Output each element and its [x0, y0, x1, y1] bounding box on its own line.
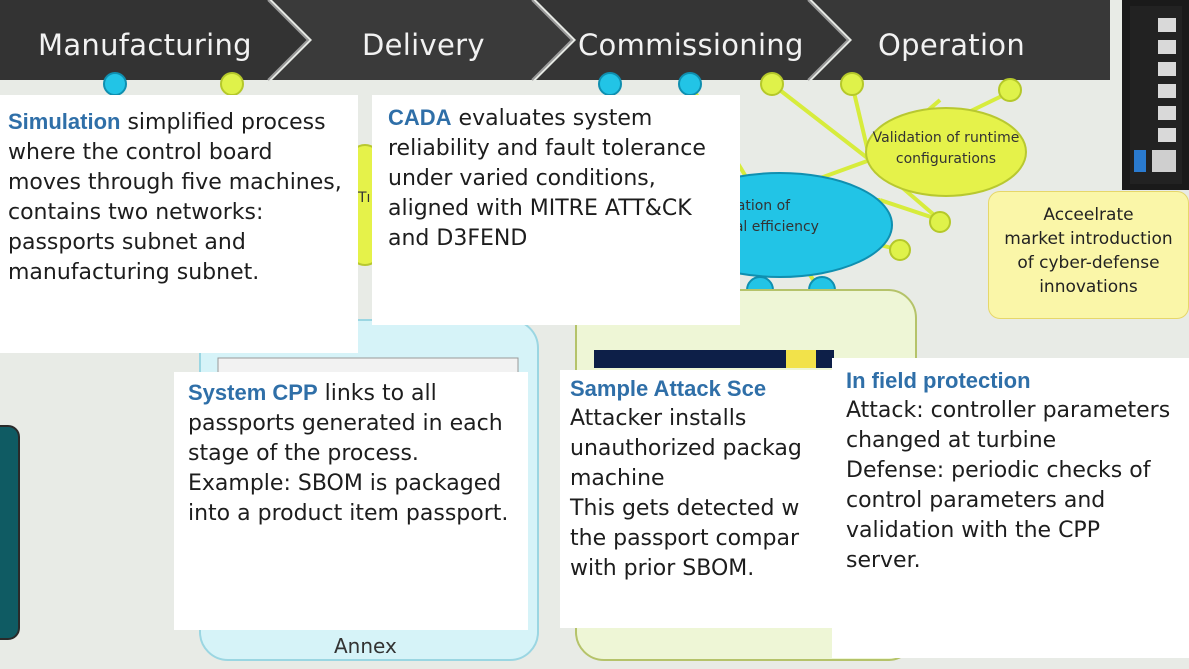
stage-chevron-delivery	[272, 0, 572, 80]
attack-screenshot-thumbnail	[594, 350, 834, 368]
infield-title: In field protection	[846, 368, 1031, 393]
market-introduction-text: Acceelrate market introduction of cyber-…	[1004, 205, 1173, 297]
validation-oval-text: Validation of runtime configurations	[872, 130, 1020, 167]
cada-body: evaluates system reliability and fault t…	[388, 106, 706, 251]
infield-protection-card: In field protection Attack: controller p…	[832, 358, 1189, 658]
attack-title: Sample Attack Sce	[570, 376, 767, 401]
attack-card: Sample Attack Sce Attacker installs unau…	[560, 370, 832, 628]
cada-card: CADA evaluates system reliability and fa…	[372, 95, 740, 325]
cada-title: CADA	[388, 105, 452, 130]
stage-label-operation: Operation	[878, 28, 1026, 62]
stage-chevron-manufacturing	[0, 0, 308, 80]
validation-oval	[865, 107, 1027, 197]
network-switch-icon	[1122, 0, 1189, 190]
stage-chevron-commissioning	[536, 0, 848, 80]
partial-oval-text: Tı	[358, 190, 371, 206]
attack-body: Attacker installs unauthorized packag ma…	[570, 406, 802, 581]
market-introduction-box	[988, 191, 1189, 319]
stage-label-commissioning: Commissioning	[578, 28, 804, 62]
system-cpp-card: System CPP links to all passports genera…	[174, 372, 528, 630]
stage-label-manufacturing: Manufacturing	[38, 28, 252, 62]
stage-label-delivery: Delivery	[362, 28, 485, 62]
system-cpp-title: System CPP	[188, 380, 318, 405]
stage-chevron-operation	[812, 0, 1110, 80]
system-cpp-body: links to all passports generated in each…	[188, 381, 509, 526]
annex-label: Annex	[334, 634, 397, 658]
infield-body: Attack: controller parameters changed at…	[846, 398, 1171, 573]
simulation-title: Simulation	[8, 109, 121, 134]
teal-side-panel	[0, 425, 20, 640]
simulation-body: simplified process where the control boa…	[8, 110, 342, 285]
simulation-card: Simulation simplified process where the …	[0, 95, 358, 353]
process-banner	[0, 0, 1110, 81]
